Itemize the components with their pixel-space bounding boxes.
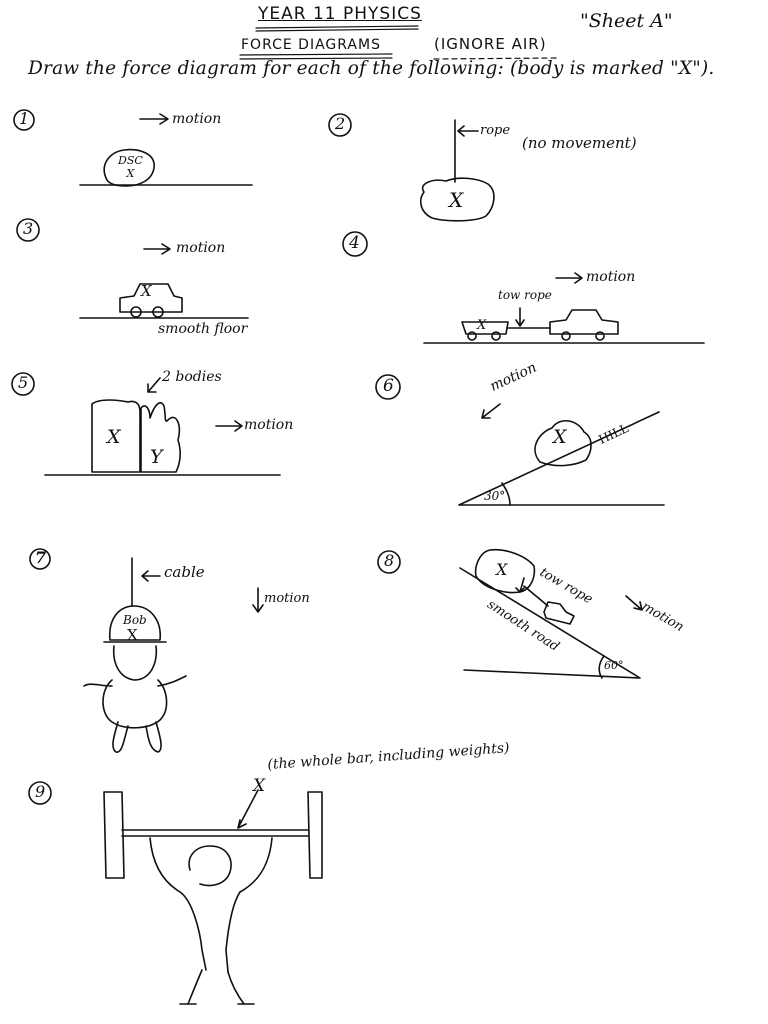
motion-arrow-7: [253, 588, 263, 612]
problem-number-1: 1: [19, 109, 30, 128]
sheet-label: "Sheet A": [580, 10, 673, 32]
two-bodies-label-5: 2 bodies: [162, 369, 222, 385]
problem-number-3: 3: [23, 219, 34, 238]
tow-truck-8: [544, 602, 574, 624]
motion-arrow-8: [626, 596, 642, 610]
body-label-y-5: Y: [150, 446, 163, 468]
number-circle-3: [17, 219, 39, 241]
no-movement-label-2: (no movement): [522, 134, 637, 152]
number-circle-1: [14, 110, 34, 130]
problem-number-5: 5: [18, 373, 29, 392]
number-circle-9: [29, 782, 51, 804]
body-label-8: X: [496, 560, 508, 579]
car-wheel-3b: [153, 307, 163, 317]
two-bodies-arrow-5: [148, 378, 160, 392]
tow-rope-8: [524, 586, 548, 606]
problem-number-6: 6: [383, 376, 394, 396]
problem-number-9: 9: [35, 782, 46, 801]
angle-label-6: 30°: [484, 489, 506, 503]
head-7: [114, 646, 157, 680]
head-9: [189, 846, 231, 886]
motion-arrow-3: [144, 244, 170, 254]
arms-7: [84, 676, 186, 686]
page-title: YEAR 11 PHYSICS: [258, 4, 422, 24]
cable-pointer-arrow-7: [142, 571, 160, 581]
number-circle-5: [12, 373, 34, 395]
helmet-7: [110, 606, 160, 640]
body-label-3: X: [141, 282, 152, 300]
bar-pointer-9: [238, 790, 258, 828]
body-label-1: DSC X: [118, 154, 143, 181]
motion-label-1: motion: [172, 111, 222, 127]
body-label-2: X: [449, 188, 464, 212]
number-circle-2: [329, 114, 351, 136]
angle-arc-8: [599, 656, 604, 678]
body-x-5: [92, 400, 140, 472]
body-label-4: X: [477, 318, 487, 333]
number-circle-7: [30, 549, 50, 569]
rope-pointer-arrow-2: [458, 126, 478, 136]
smooth-floor-label-3: smooth floor: [158, 321, 248, 337]
trailer-body-4: [462, 322, 508, 334]
motion-arrow-5: [216, 421, 242, 431]
incline-6: [459, 412, 664, 505]
tow-car-4: [550, 310, 618, 334]
motion-label-7: motion: [264, 591, 310, 606]
problem-number-2: 2: [335, 114, 346, 133]
problem-number-7: 7: [35, 548, 47, 567]
hanging-body-2: [421, 178, 494, 221]
bush-body-6: [535, 421, 591, 466]
car-body-3: [120, 284, 182, 312]
body-label-6: X: [553, 426, 567, 448]
angle-label-8: 60°: [604, 659, 624, 672]
bar-9: [122, 830, 308, 836]
car-wheel-3a: [131, 307, 141, 317]
motion-arrow-1: [140, 114, 168, 124]
weight-plate-right-9: [308, 792, 322, 878]
tow-rope-pointer-4: [516, 308, 524, 326]
body-label-9: X: [253, 776, 266, 796]
tow-rope-pointer-8: [516, 578, 524, 592]
problem-number-8: 8: [384, 551, 395, 570]
body-label-7: X: [127, 626, 138, 644]
motion-arrow-6: [482, 404, 500, 418]
number-circle-6: [376, 375, 400, 399]
number-circle-4: [343, 232, 367, 256]
ignore-air-note: (IGNORE AIR): [434, 35, 547, 53]
cable-label-7: cable: [164, 563, 205, 581]
motion-label-4: motion: [586, 269, 636, 285]
motion-arrow-4: [556, 273, 582, 283]
page-subtitle: FORCE DIAGRAMS: [241, 37, 381, 53]
legs-7: [113, 722, 161, 752]
body-label-x-5: X: [107, 426, 121, 448]
arms-9: [150, 838, 272, 892]
motion-label-5: motion: [244, 417, 294, 433]
legs-9: [188, 970, 244, 1004]
torso-7: [103, 680, 167, 728]
torso-9: [180, 892, 240, 972]
body-y-5: [141, 403, 180, 472]
number-circle-8: [378, 551, 400, 573]
name-label-7: Bob: [123, 613, 147, 627]
motion-label-3: motion: [176, 240, 226, 256]
instruction-text: Draw the force diagram for each of the f…: [28, 58, 715, 79]
rope-label-2: rope: [480, 123, 511, 138]
car-body-8: [476, 550, 535, 593]
weight-plate-left-9: [104, 792, 124, 878]
tow-rope-label-4: tow rope: [498, 288, 552, 302]
angle-arc-6: [502, 483, 510, 505]
incline-8: [460, 568, 640, 678]
rock-body-1: [104, 150, 154, 186]
problem-number-4: 4: [349, 233, 360, 253]
